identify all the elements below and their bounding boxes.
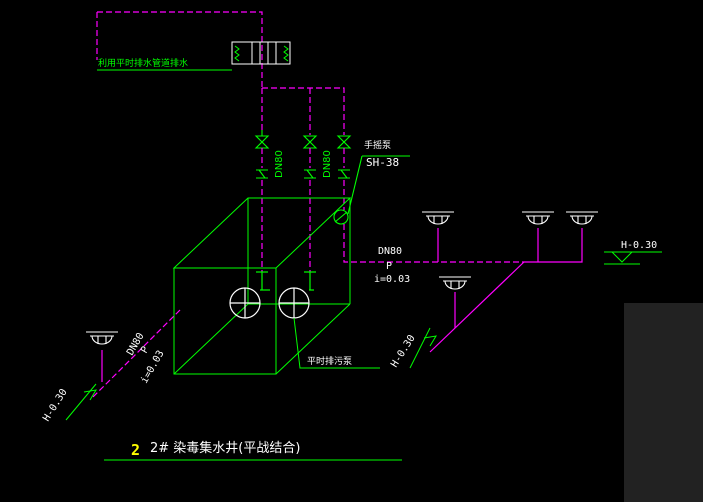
riser-pipes-lower — [261, 148, 345, 272]
valve-icon — [302, 135, 318, 179]
floor-drain-icon — [86, 331, 118, 345]
floor-drains-right — [422, 211, 598, 290]
right-drain-pipes — [343, 224, 583, 353]
hand-pump-model: SH-38 — [366, 156, 399, 169]
valve-icon — [336, 135, 352, 179]
pipe-slope-right: i=0.03 — [374, 274, 410, 285]
drawing-title: 2# 染毒集水井(平战结合) — [150, 440, 300, 456]
pipe-p-right: P — [386, 261, 392, 272]
pump-icon — [278, 271, 316, 319]
title-number-glyph: 2 — [131, 441, 140, 459]
floor-drain-icon — [566, 211, 598, 225]
sewage-pump-leader — [293, 317, 380, 369]
riser-valves — [254, 130, 352, 179]
sewage-pumps — [229, 271, 316, 319]
top-note-label: 利用平时排水管道排水 — [98, 57, 188, 69]
wall-sleeve-symbol — [231, 41, 291, 65]
elevation-mark-right — [604, 251, 662, 265]
elevation-label-mid: H-0.30 — [389, 333, 417, 369]
elevation-label-left: H-0.30 — [41, 387, 69, 423]
hand-pump-label: 手摇泵 — [364, 139, 391, 151]
elevation-mark-left — [65, 383, 97, 421]
riser-pipe-size-b: DN80 — [322, 150, 333, 178]
pipe-p-left: P — [139, 345, 152, 356]
pump-icon — [229, 271, 270, 319]
side-panel — [624, 303, 703, 502]
floor-drain-left — [86, 331, 118, 345]
elevation-mark-mid — [409, 327, 437, 369]
floor-drain-icon — [439, 276, 471, 290]
riser-pipe-size-a: DN80 — [274, 150, 285, 178]
pipe-tags-right: DN80 P i=0.03 — [374, 246, 410, 285]
valve-icon — [254, 130, 270, 179]
floor-drain-icon — [522, 211, 554, 225]
top-discharge-pipe — [97, 11, 345, 135]
sump-box — [172, 197, 352, 375]
elevation-label-right: H-0.30 — [621, 240, 657, 251]
pipe-slope-left: i=0.03 — [139, 349, 167, 386]
sewage-pump-label: 平时排污泵 — [307, 355, 352, 367]
left-drain-pipes — [91, 309, 181, 399]
pipe-dn-right: DN80 — [378, 246, 402, 257]
floor-drain-icon — [422, 211, 454, 225]
